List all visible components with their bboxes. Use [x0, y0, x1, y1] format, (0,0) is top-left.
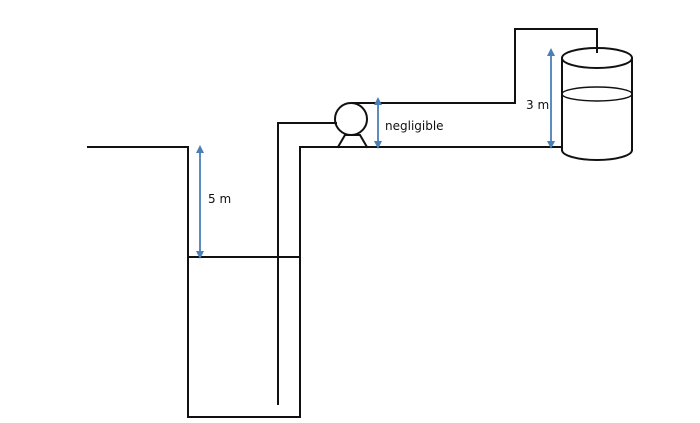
discharge-pipe: [352, 28, 598, 104]
tank-height-label: 3 m: [526, 98, 549, 112]
well-depth-label: 5 m: [208, 192, 231, 206]
ground-and-well-outline: [87, 146, 301, 418]
suction-pipe: [277, 122, 337, 405]
pump-height-label: negligible: [385, 119, 444, 133]
tank-icon: [560, 47, 634, 161]
pump-icon: [334, 102, 369, 149]
